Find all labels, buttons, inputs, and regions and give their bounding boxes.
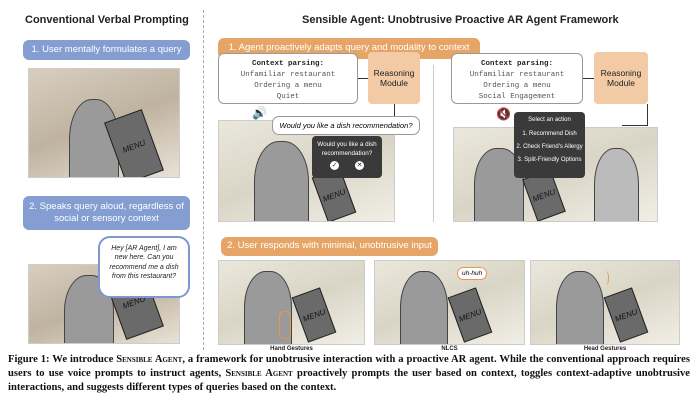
context-title: Context parsing: [480,60,553,68]
illustration-hand-gesture: MENU [218,260,365,345]
arrow [358,78,368,79]
context-parsing-box-b: Context parsing: Unfamiliar restaurant O… [451,53,583,104]
column-divider [203,10,204,350]
illustration-nlcs: MENU uh-huh [374,260,525,345]
caption-system-name: Sensible Agent [116,354,183,365]
context-item: Unfamiliar restaurant [469,70,565,79]
left-title: Conventional Verbal Prompting [25,14,189,26]
menu-prop: MENU [291,287,337,343]
response-label: Head Gestures [583,346,627,352]
thumbs-up-icon [279,311,291,339]
arrow [622,104,648,126]
user-figure [254,141,309,221]
menu-prop: MENU [447,287,493,343]
context-item: Ordering a menu [254,81,322,90]
action-split-options[interactable]: 3. Split-Friendly Options [517,157,582,163]
context-item: Unfamiliar restaurant [240,70,336,79]
reasoning-module-a: Reasoning Module [368,52,420,104]
action-check-allergy[interactable]: 2. Check Friend's Allergy [516,144,583,150]
user-figure [400,271,448,344]
response-label: NLCS [441,346,458,352]
action-menu: Select an action 1. Recommend Dish 2. Ch… [514,112,585,178]
menu-prop: MENU [603,287,649,343]
caption-text: Figure 1: We introduce [8,354,117,365]
action-menu-title: Select an action [528,117,571,123]
caption-text: , a framework for unobtrusive interactio… [8,354,690,379]
context-item: Ordering a menu [483,81,551,90]
speaker-on-icon: 🔊 [252,106,267,120]
spoken-query-bubble: Would you like a dish recommendation? [272,116,420,135]
illustration-head-gesture: MENU [530,260,680,345]
panel-divider [433,65,434,222]
left-step1-label: 1. User mentally formulates a query [23,40,190,60]
context-title: Context parsing: [251,60,324,68]
right-step2-label: 2. User responds with minimal, unobtrusi… [221,237,438,256]
nod-motion-icon [603,271,609,285]
right-title: Sensible Agent: Unobtrusive Proactive AR… [302,14,619,26]
dish-recommendation-dialog: Would you like a dish recommendation? ✓ … [312,136,382,178]
illustration-user-thinking: MENU [28,68,180,178]
friend-figure [594,148,639,221]
figure-caption: Figure 1: We introduce Sensible Agent, a… [8,353,690,395]
speech-bubble: Hey [AR Agent], I am new here. Can you r… [98,236,190,298]
action-recommend-dish[interactable]: 1. Recommend Dish [522,131,577,137]
x-icon[interactable]: ✕ [355,161,364,170]
context-parsing-box-a: Context parsing: Unfamiliar restaurant O… [218,53,358,104]
user-figure [244,271,292,344]
user-figure [556,271,604,344]
response-label: Hand Gestures [270,346,313,352]
context-item: Social Engagement [478,92,556,101]
caption-text: proactively prompts the user based on co… [8,368,690,393]
nlcs-bubble: uh-huh [457,267,488,280]
check-icon[interactable]: ✓ [330,161,339,170]
reasoning-module-b: Reasoning Module [594,52,648,104]
arrow [394,104,395,116]
left-step2-label: 2. Speaks query aloud, regardless of soc… [23,196,190,230]
dialog-text: Would you like a dish recommendation? [317,141,377,157]
context-item: Quiet [276,92,300,101]
arrow [583,78,594,79]
caption-system-name: Sensible Agent [225,368,293,379]
speaker-muted-icon: 🔇 [496,107,511,121]
